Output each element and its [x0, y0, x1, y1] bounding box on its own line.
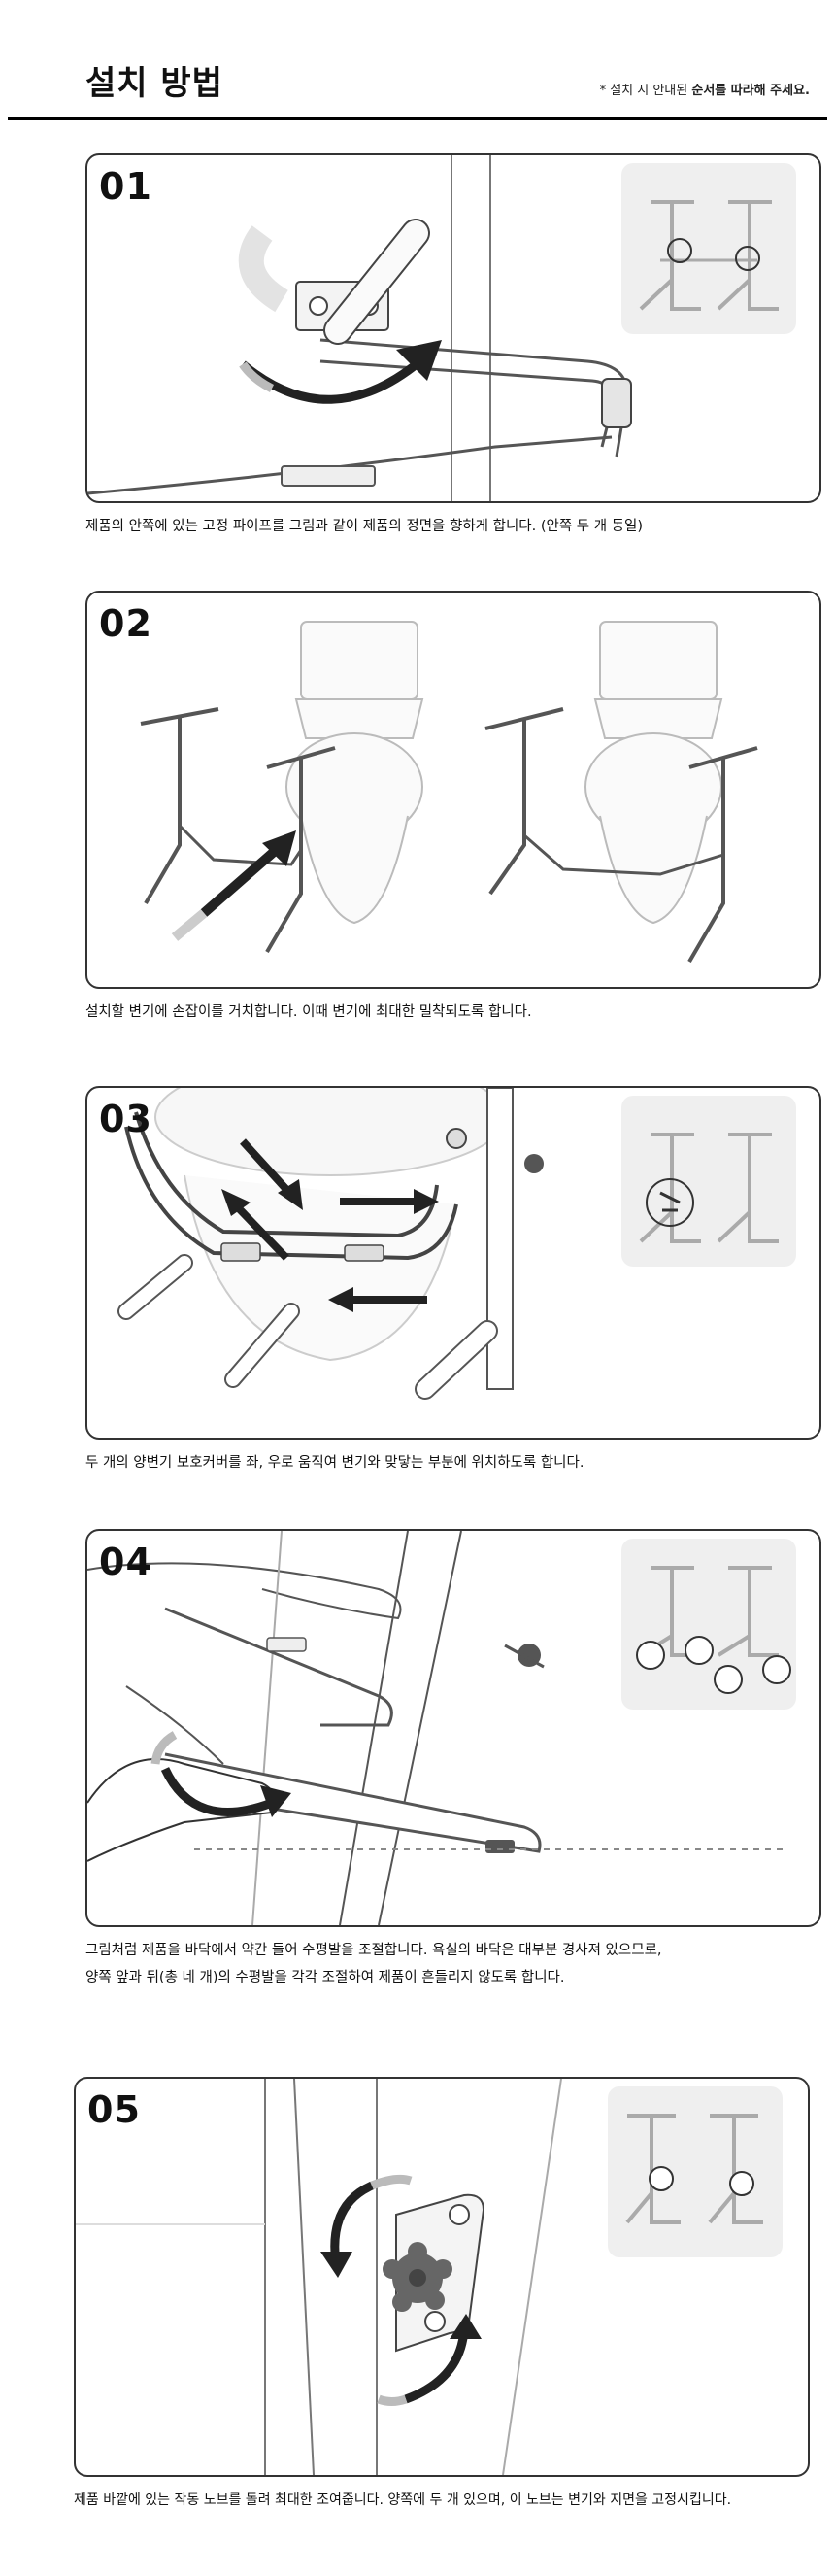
- page-title: 설치 방법: [85, 64, 223, 103]
- header-divider: [8, 117, 827, 120]
- step-02-caption: 설치할 변기에 손잡이를 거치합니다. 이때 변기에 최대한 밀착되도록 합니다…: [85, 1004, 532, 1020]
- step-04-caption-line2: 양쪽 앞과 뒤(총 네 개)의 수평발을 각각 조절하여 제품이 흔들리지 않도…: [85, 1970, 565, 1985]
- step-05-reference-thumbnail: [608, 2086, 783, 2257]
- step-05-panel: 05: [74, 2077, 810, 2477]
- magnify-circle-icon: [667, 238, 692, 263]
- step-03-reference-thumbnail: [621, 1096, 796, 1267]
- step-05-caption: 제품 바깥에 있는 작동 노브를 돌려 최대한 조여줍니다. 양쪽에 두 개 있…: [74, 2492, 732, 2508]
- step-03-caption: 두 개의 양변기 보호커버를 좌, 우로 움직여 변기와 맞닿는 부분에 위치하…: [85, 1455, 584, 1471]
- step-04-panel: 04: [85, 1529, 821, 1927]
- step-04-caption-line1: 그림처럼 제품을 바닥에서 약간 들어 수평발을 조절합니다. 욕실의 바닥은 …: [85, 1943, 662, 1958]
- step-03-illustration: [117, 1088, 544, 1400]
- step-02-illustration: [140, 621, 758, 964]
- step-02-number: 02: [99, 602, 152, 645]
- step-02-panel: 02: [85, 591, 821, 989]
- install-note: * 설치 시 안내된 순서를 따라해 주세요.: [600, 80, 810, 98]
- step-01-illustration: [87, 155, 632, 501]
- step-01-number: 01: [99, 165, 152, 208]
- curved-arrow-icon: [160, 1767, 274, 1816]
- step-01-panel: 01: [85, 153, 821, 503]
- straight-arrow-icon: [200, 841, 285, 917]
- install-note-emphasis: 순서를 따라해 주세요.: [691, 84, 810, 98]
- step-05-illustration: [76, 2079, 562, 2475]
- step-04-illustration: [87, 1531, 786, 1925]
- knob-icon: [383, 2242, 452, 2312]
- install-note-prefix: * 설치 시 안내된: [599, 84, 692, 98]
- step-04-reference-thumbnail: [621, 1539, 796, 1710]
- step-01-reference-thumbnail: [621, 163, 796, 334]
- step-05-number: 05: [87, 2088, 141, 2131]
- step-03-number: 03: [99, 1098, 152, 1140]
- step-03-panel: 03: [85, 1086, 821, 1440]
- step-04-number: 04: [99, 1541, 152, 1583]
- page-header: 설치 방법 * 설치 시 안내된 순서를 따라해 주세요.: [0, 0, 835, 124]
- step-01-caption: 제품의 안쪽에 있는 고정 파이프를 그림과 같이 제품의 정면을 향하게 합니…: [85, 519, 644, 534]
